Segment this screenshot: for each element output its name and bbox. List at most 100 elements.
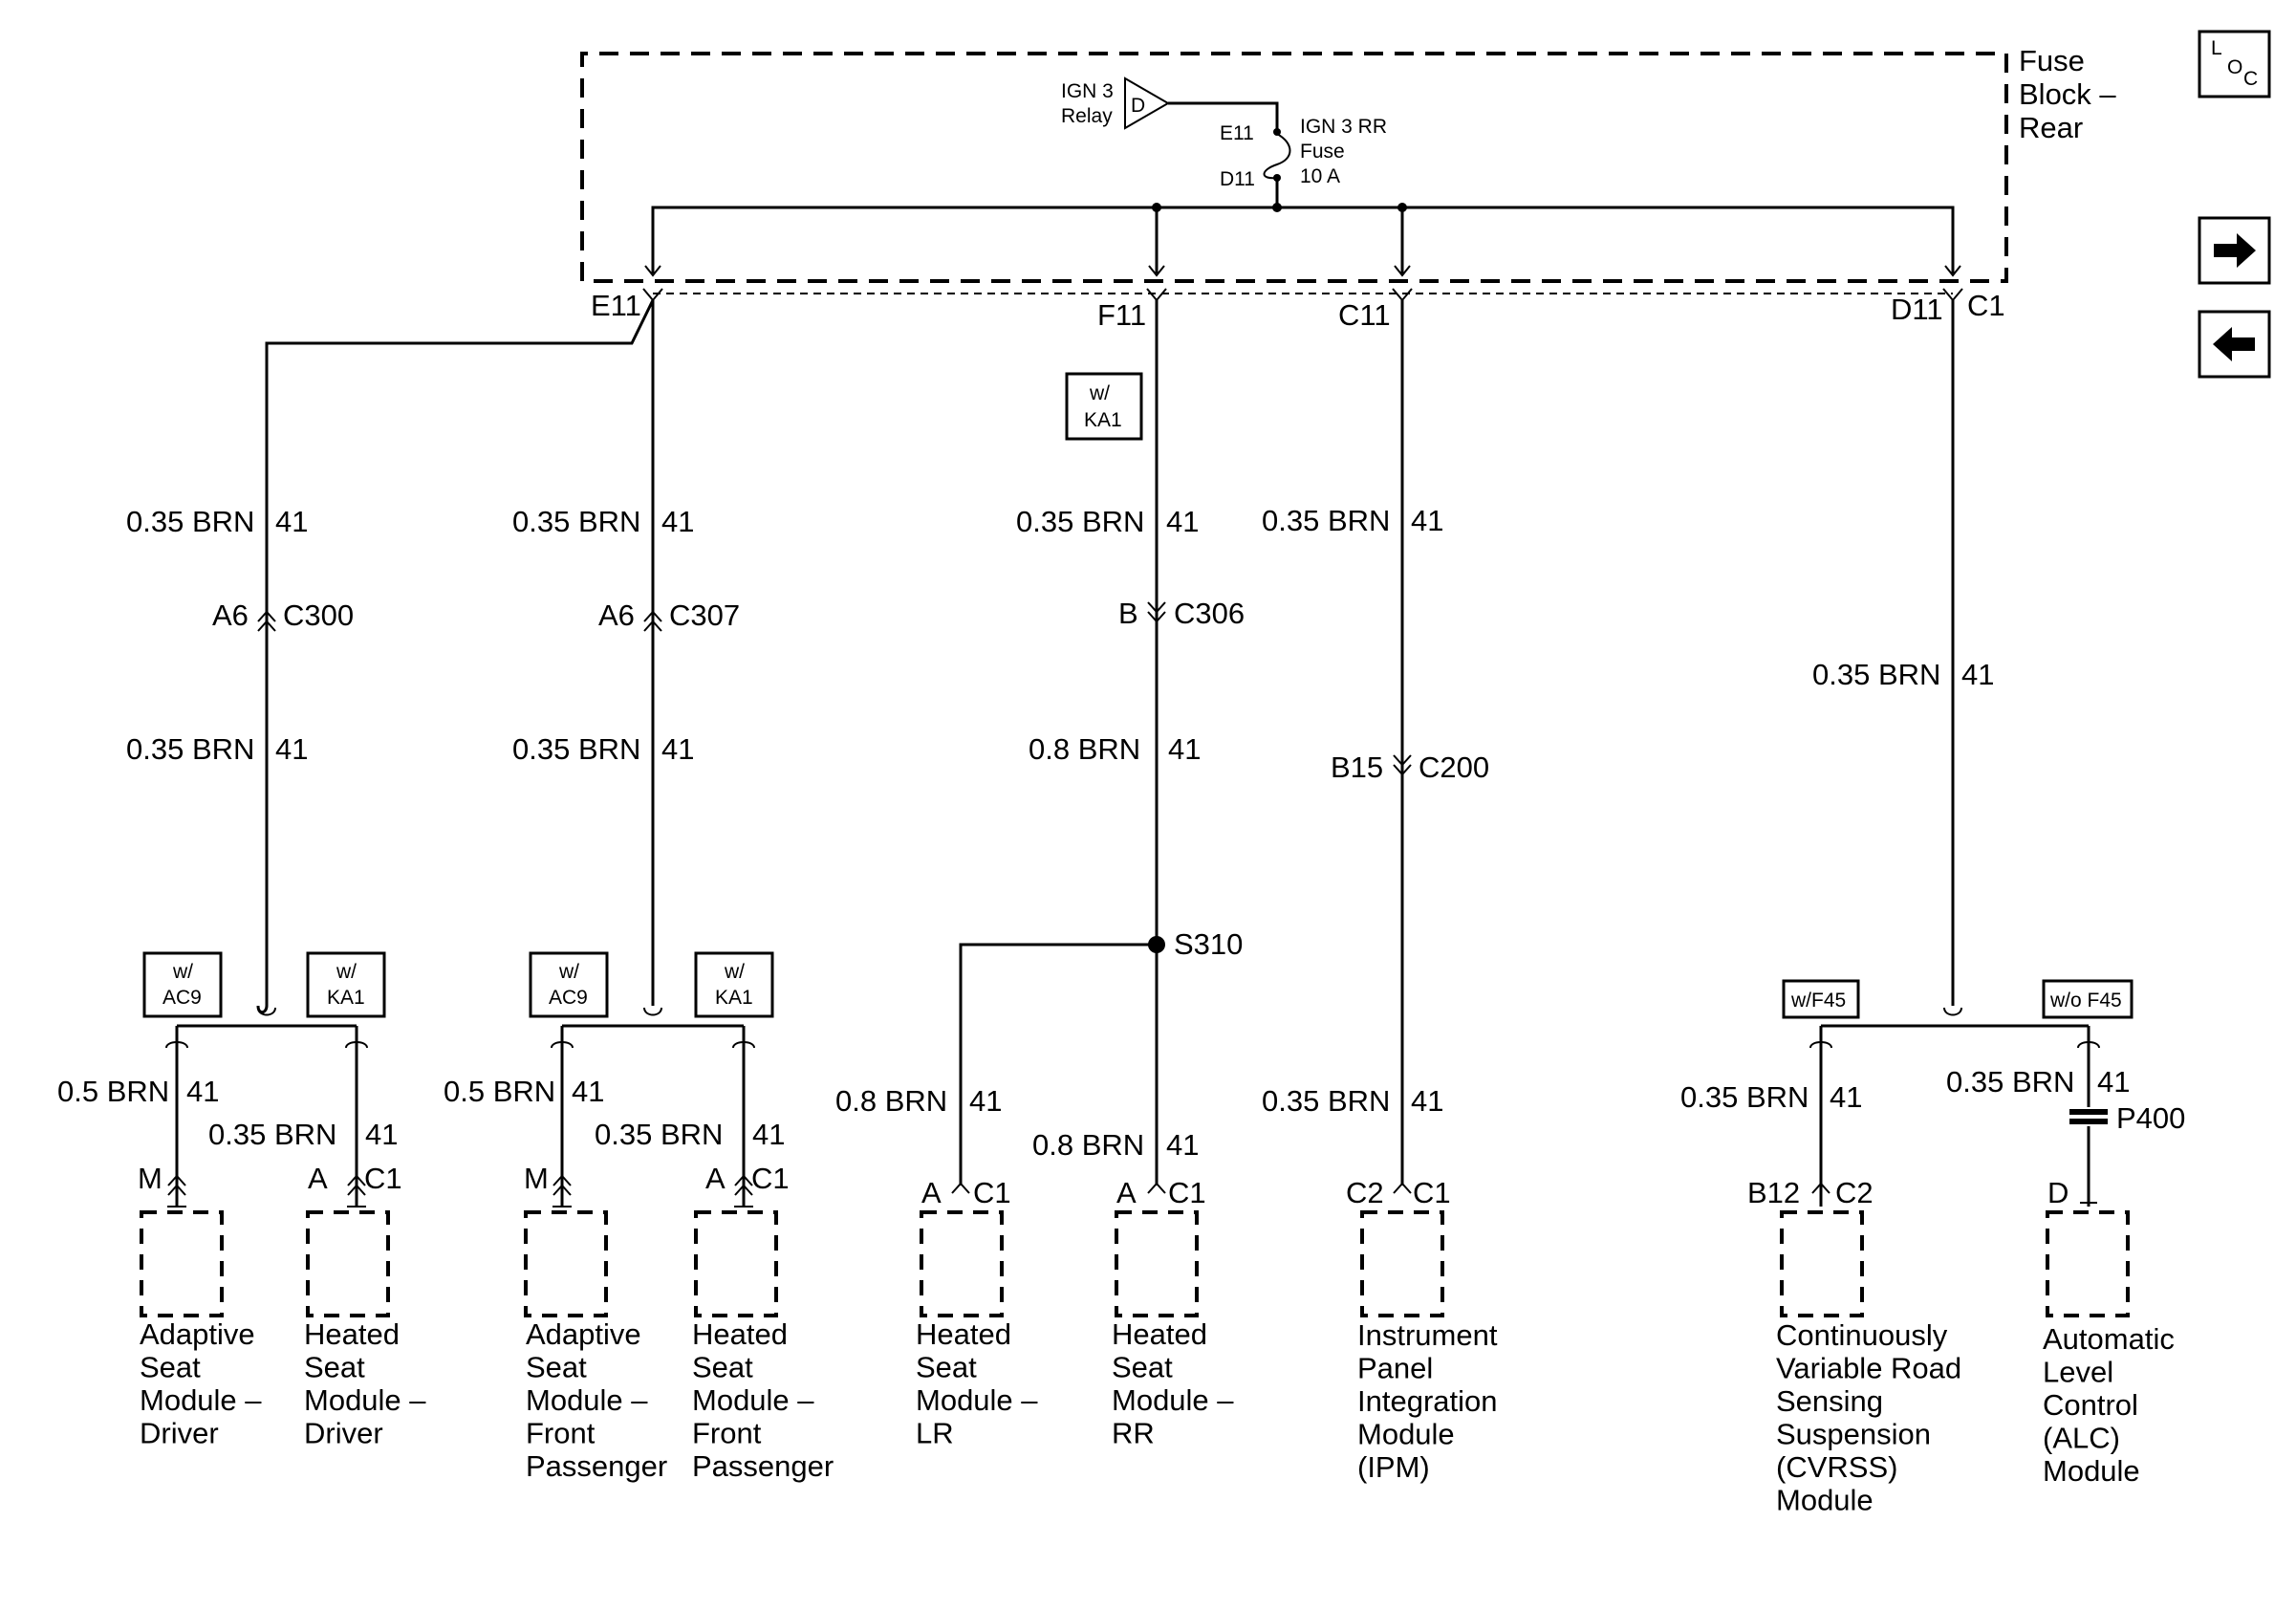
module-pin: A xyxy=(308,1162,328,1195)
wire-label: 0.5 BRN xyxy=(444,1075,555,1108)
arrow-left-icon xyxy=(2213,327,2255,361)
fuse-pin-top: E11 xyxy=(1220,122,1254,144)
option-text: w/ xyxy=(172,961,193,983)
module-name-line: (ALC) xyxy=(2043,1422,2120,1455)
fuse-block-title-1: Fuse xyxy=(2019,44,2085,77)
wire-label: 0.35 BRN xyxy=(1016,505,1144,538)
module-name-line: Module xyxy=(1357,1418,1455,1451)
circuit-label: 41 xyxy=(661,732,694,766)
module-connector: C2 xyxy=(1835,1176,1874,1209)
circuit-label: 41 xyxy=(2097,1065,2130,1099)
module-name-line: Module – xyxy=(304,1383,426,1417)
module-box xyxy=(140,1210,224,1317)
fuse-block-title-2: Block – xyxy=(2019,77,2116,111)
fuse-label-2: Fuse xyxy=(1300,141,1345,163)
circuit-label: 41 xyxy=(1168,732,1201,766)
module-name-line: RR xyxy=(1112,1417,1155,1450)
module-name-line: Seat xyxy=(1112,1351,1173,1384)
wire-label: 0.35 BRN xyxy=(595,1118,723,1151)
module-pin: D xyxy=(2047,1176,2069,1209)
module-name-line: Seat xyxy=(916,1351,977,1384)
module-name-line: Integration xyxy=(1357,1384,1498,1418)
back-button[interactable] xyxy=(2198,310,2271,379)
relay-symbol: D xyxy=(1131,95,1145,117)
option-text: w/F45 xyxy=(1790,990,1846,1012)
module-name-line: Sensing xyxy=(1776,1384,1883,1418)
circuit-label: 41 xyxy=(752,1118,785,1151)
wire-label: 0.35 BRN xyxy=(126,732,254,766)
module-pin: C2 xyxy=(1346,1176,1384,1209)
module-box xyxy=(920,1210,1004,1317)
module-pin: A xyxy=(705,1162,726,1195)
option-f11-1: w/ xyxy=(1089,382,1110,404)
wire-label: 0.35 BRN xyxy=(1946,1065,2074,1099)
wire-label: 0.8 BRN xyxy=(1032,1128,1144,1162)
circuit-label: 41 xyxy=(1411,504,1443,537)
module-name-line: LR xyxy=(916,1417,954,1450)
splice-s310: S310 xyxy=(959,927,1243,1186)
option-box xyxy=(529,951,609,1018)
arrow-right-icon xyxy=(2214,233,2256,268)
terminal-icon xyxy=(1147,1182,1166,1194)
module-connector: C1 xyxy=(1168,1176,1206,1209)
wire-label: 0.35 BRN xyxy=(1262,504,1390,537)
module-pin: B12 xyxy=(1747,1176,1800,1209)
module-box xyxy=(694,1210,778,1317)
output-d11: D11 xyxy=(1891,293,1943,326)
c300-name: C300 xyxy=(283,598,354,632)
module-name-line: Seat xyxy=(692,1351,753,1384)
location-button[interactable]: L O C xyxy=(2198,30,2271,98)
wire-labels-bottom: 0.5 BRN 41 0.35 BRN 41 0.5 BRN 41 0.35 B… xyxy=(57,1065,2130,1162)
ign3-relay: IGN 3 Relay D xyxy=(1061,76,1279,132)
p400-label: P400 xyxy=(2116,1101,2185,1135)
module-name-line: Module – xyxy=(526,1383,648,1417)
module-name-line: Level xyxy=(2043,1356,2113,1389)
option-box xyxy=(306,951,386,1018)
module-name-line: (CVRSS) xyxy=(1776,1450,1897,1484)
module-name-line: Front xyxy=(526,1417,596,1450)
inline-connector-c300: A6 C300 xyxy=(212,598,354,632)
loc-l: L xyxy=(2211,37,2222,59)
fuse-pin-bottom: D11 xyxy=(1220,168,1255,190)
c300-pin: A6 xyxy=(212,598,249,632)
wire-labels-top: 0.35 BRN 41 0.35 BRN 41 0.35 BRN 41 0.35… xyxy=(126,504,1994,691)
module-name-line: Seat xyxy=(140,1351,201,1384)
module-name-line: Panel xyxy=(1357,1352,1433,1385)
wire-label: 0.35 BRN xyxy=(512,505,640,538)
fuse-block-rear: Fuse Block – Rear IGN 3 Relay D E11 D11 … xyxy=(580,44,2116,283)
module-connector: C1 xyxy=(364,1162,402,1195)
inline-connector-c200: B15 C200 xyxy=(1331,751,1489,784)
circuit-label: 41 xyxy=(1830,1080,1862,1114)
terminal-icon xyxy=(1393,1182,1412,1194)
terminal-icon xyxy=(951,1182,970,1194)
option-box xyxy=(142,951,223,1018)
drop-wires xyxy=(165,1041,2100,1207)
circuit-label: 41 xyxy=(572,1075,604,1108)
inline-connector-c307: A6 C307 xyxy=(598,598,740,632)
option-text: AC9 xyxy=(549,987,588,1009)
module-name-line: Module – xyxy=(1112,1383,1234,1417)
module-name-line: Adaptive xyxy=(526,1317,641,1351)
module-name-line: Heated xyxy=(304,1317,400,1351)
module-name-line: Passenger xyxy=(526,1449,667,1483)
forward-button[interactable] xyxy=(2198,216,2271,285)
module-box xyxy=(1780,1210,1864,1317)
option-split-c307: w/ AC9 w/ KA1 xyxy=(529,951,774,1044)
module-pin: A xyxy=(921,1176,942,1209)
module-pin: A xyxy=(1116,1176,1137,1209)
module-name-line: Driver xyxy=(304,1417,383,1450)
module-name-line: Front xyxy=(692,1417,762,1450)
wire-label: 0.5 BRN xyxy=(57,1075,169,1108)
circuit-label: 41 xyxy=(969,1084,1002,1118)
c200-name: C200 xyxy=(1419,751,1489,784)
module-box xyxy=(524,1210,608,1317)
loc-o: O xyxy=(2227,56,2242,78)
option-split-c300: w/ AC9 w/ KA1 xyxy=(142,951,386,1044)
module-box xyxy=(1115,1210,1199,1317)
circuit-label: 41 xyxy=(1961,658,1994,691)
